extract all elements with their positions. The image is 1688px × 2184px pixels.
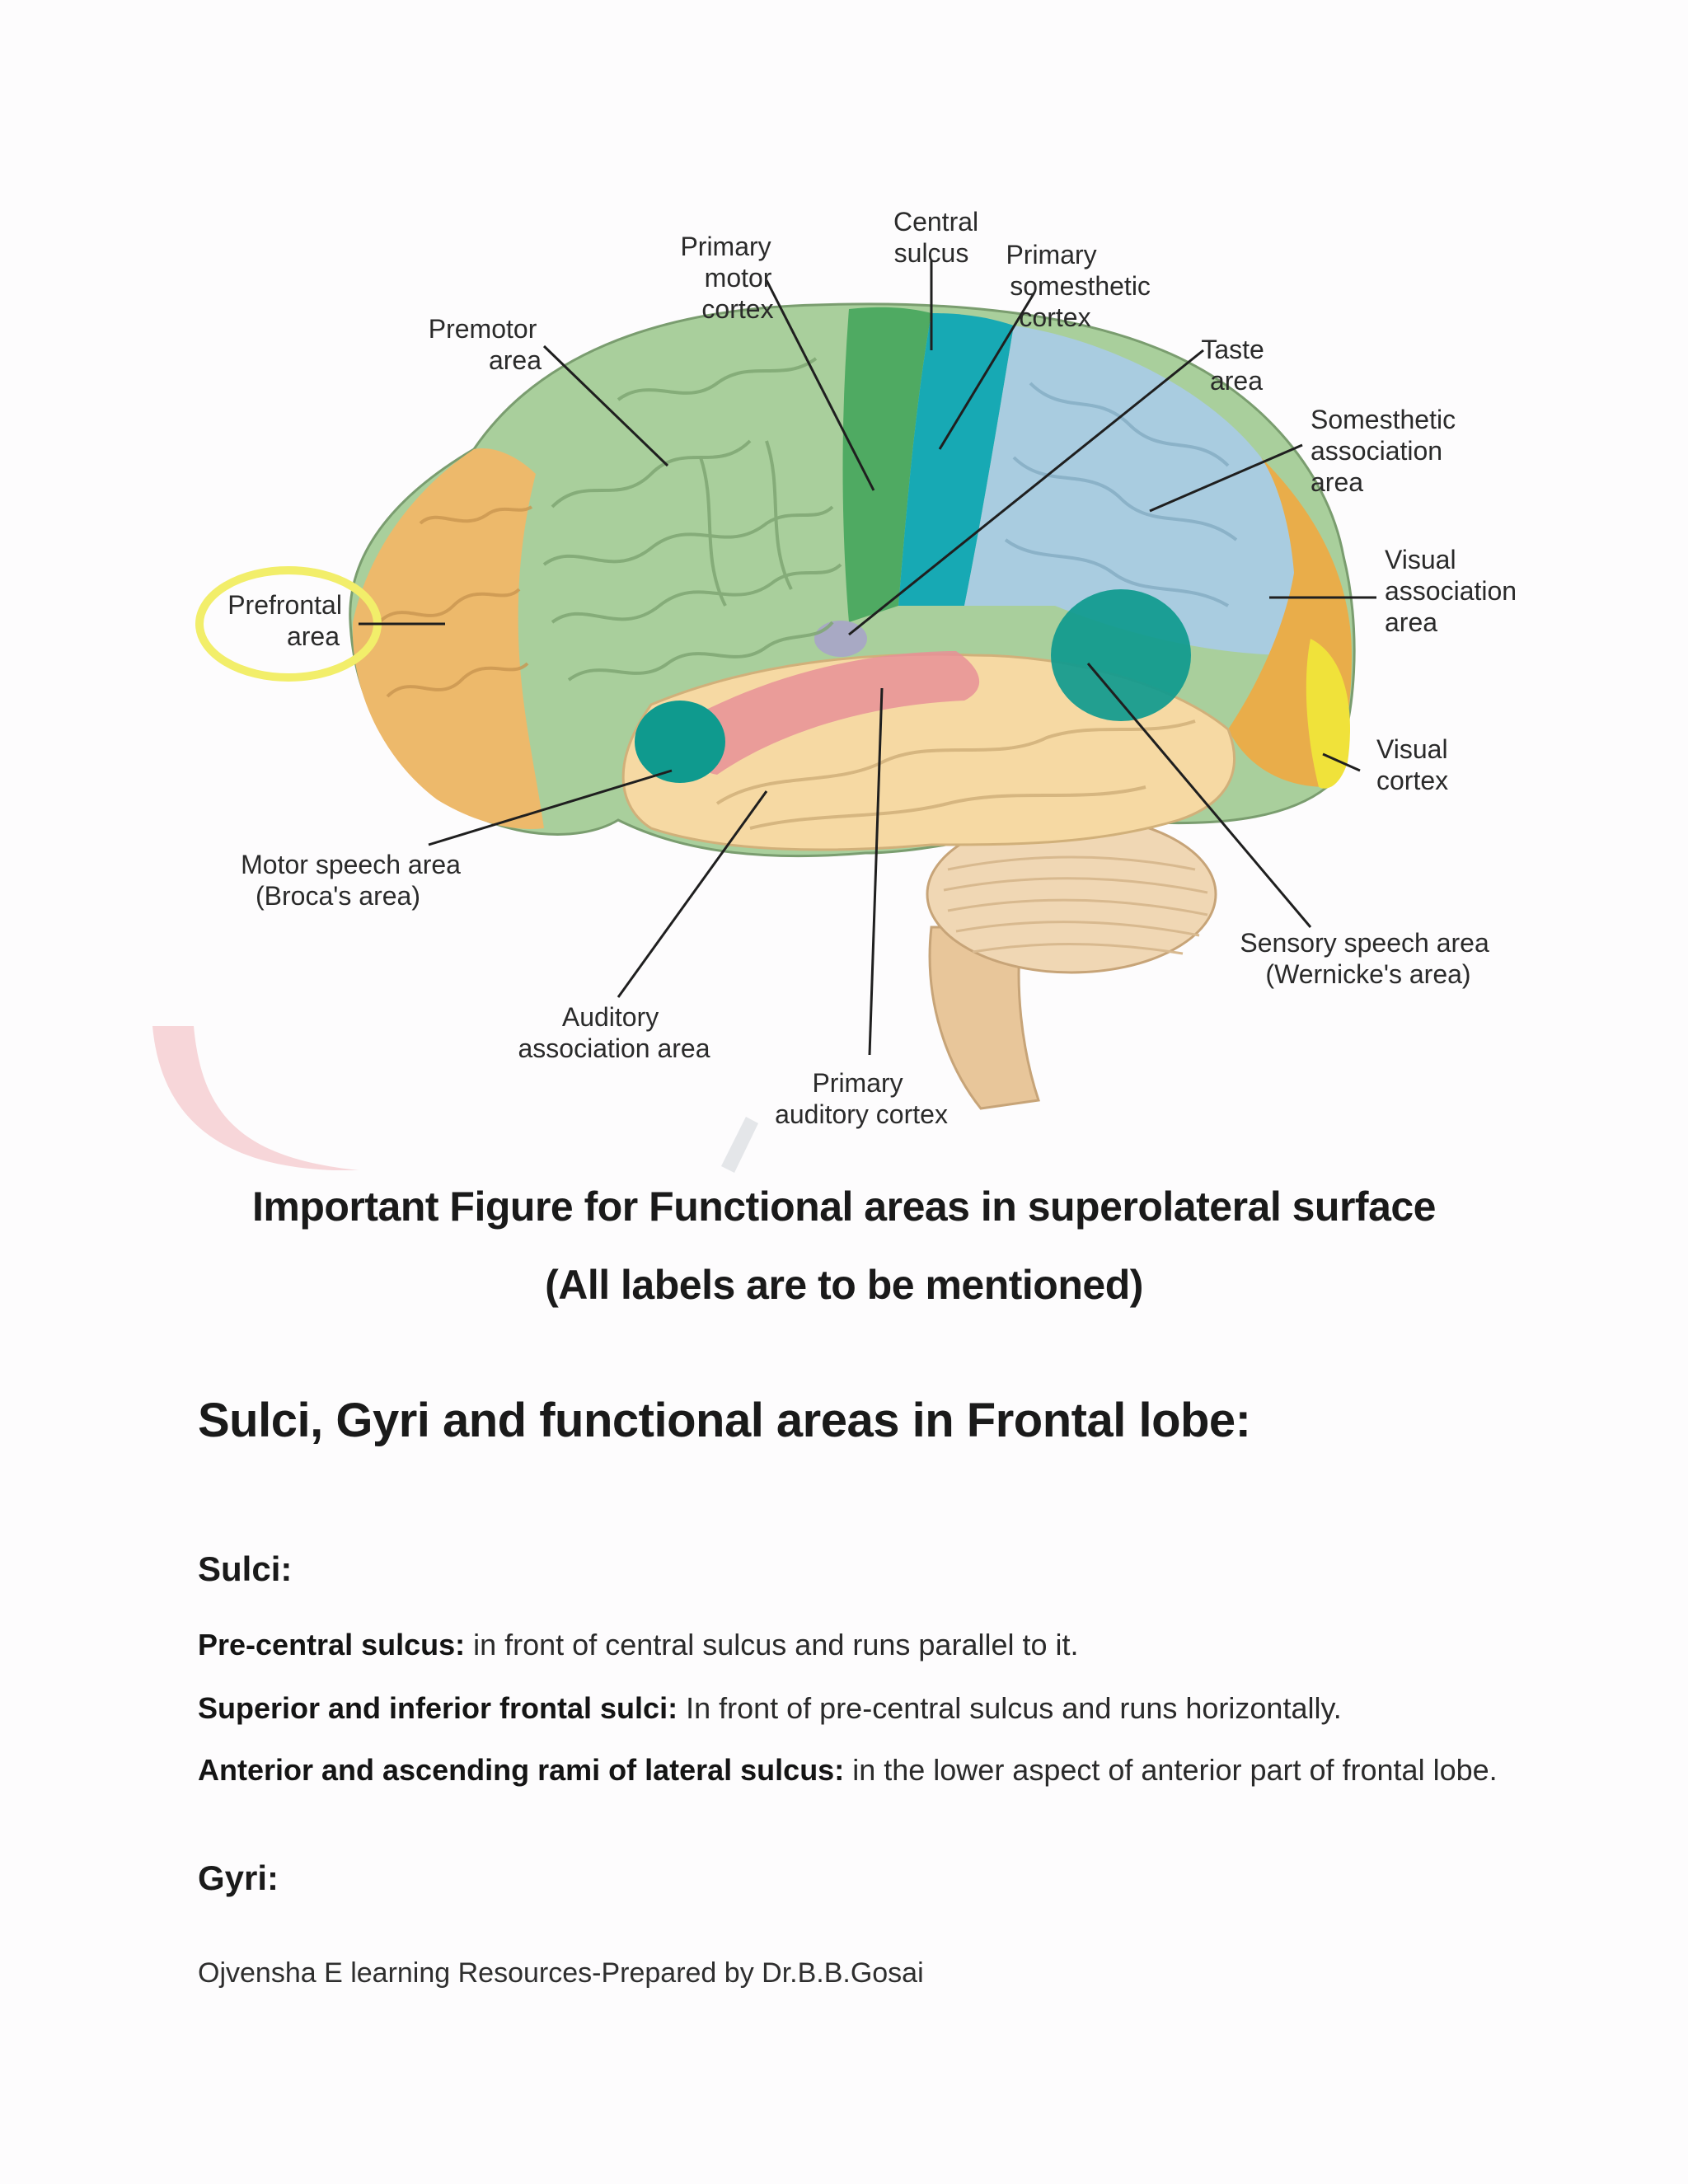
label-visual-cortex: Visual cortex xyxy=(1376,734,1455,795)
sulci-heading: Sulci: xyxy=(198,1549,293,1588)
sulcus-item: Superior and inferior frontal sulci: In … xyxy=(198,1685,1500,1732)
section-heading: Sulci, Gyri and functional areas in Fron… xyxy=(198,1394,1251,1447)
footer-credit: Ojvensha E learning Resources-Prepared b… xyxy=(198,1957,924,1989)
sulcus-term: Superior and inferior frontal sulci: xyxy=(198,1691,678,1725)
watermark-logo xyxy=(152,1026,758,1173)
label-taste-area: Taste area xyxy=(1201,335,1271,396)
broca-region xyxy=(635,701,725,783)
prefrontal-region xyxy=(352,448,544,829)
label-central-sulcus: Central sulcus xyxy=(893,207,986,268)
sulcus-description: in front of central sulcus and runs para… xyxy=(465,1628,1079,1661)
label-primary-motor-cortex: Primary motor cortex xyxy=(680,232,779,324)
label-prefrontal-area: Prefrontal area xyxy=(227,590,349,651)
label-visual-association-area: Visual association area xyxy=(1385,545,1524,637)
label-primary-auditory-cortex: Primary auditory cortex xyxy=(775,1068,948,1129)
sulcus-description: In front of pre-central sulcus and runs … xyxy=(678,1691,1342,1725)
label-primary-somesthetic-cortex: Primary somesthetic cortex xyxy=(1006,240,1157,332)
somesthetic-region xyxy=(898,313,1014,606)
brain-illustration xyxy=(349,302,1356,1110)
label-sensory-speech-area: Sensory speech area (Wernicke's area) xyxy=(1240,928,1496,989)
label-premotor-area: Premotor area xyxy=(429,314,544,375)
sulcus-description: in the lower aspect of anterior part of … xyxy=(844,1753,1498,1787)
brain-diagram: Central sulcus Primary motor cortex Prim… xyxy=(195,207,1524,1129)
brainstem xyxy=(928,926,1040,1110)
figure-caption-line2: (All labels are to be mentioned) xyxy=(545,1262,1143,1308)
sulcus-term: Pre-central sulcus: xyxy=(198,1628,466,1661)
gyri-heading: Gyri: xyxy=(198,1858,279,1897)
diagram-labels: Central sulcus Primary motor cortex Prim… xyxy=(227,207,1524,1129)
figure-caption-line1: Important Figure for Functional areas in… xyxy=(252,1183,1437,1230)
wernicke-region xyxy=(1051,589,1191,721)
label-motor-speech-area: Motor speech area (Broca's area) xyxy=(241,850,468,911)
sulcus-item: Anterior and ascending rami of lateral s… xyxy=(198,1747,1500,1793)
visual-cortex-region xyxy=(1306,639,1350,789)
leader-lines xyxy=(359,260,1376,1056)
label-somesthetic-association-area: Somesthetic association area xyxy=(1311,405,1463,497)
label-auditory-association-area: Auditory association area xyxy=(518,1002,710,1063)
parietal-region xyxy=(964,326,1302,655)
primary-motor-region xyxy=(842,307,931,622)
auditory-region xyxy=(682,651,980,775)
sulcus-term: Anterior and ascending rami of lateral s… xyxy=(198,1753,845,1787)
sulcus-item: Pre-central sulcus: in front of central … xyxy=(198,1622,1500,1668)
